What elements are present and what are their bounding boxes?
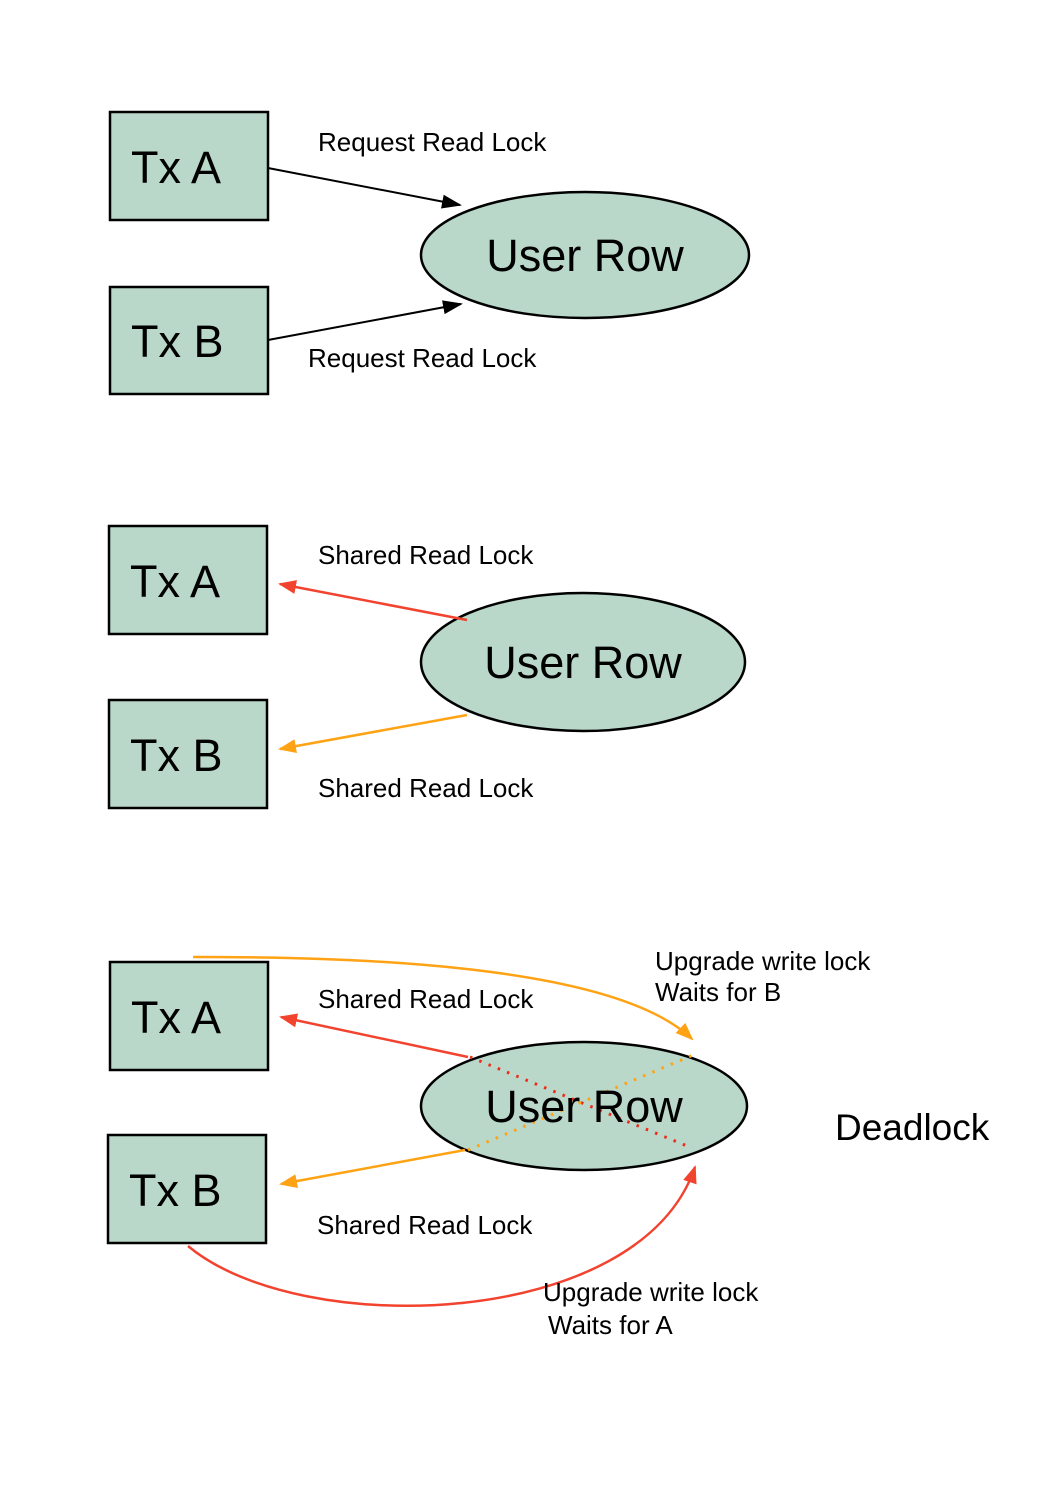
orange-dotted-cross-line <box>467 1051 699 1152</box>
user-row-label: User Row <box>484 637 682 688</box>
tx-a-label: Tx A <box>131 142 221 193</box>
request-lock-arrow-a <box>267 167 462 209</box>
deadlock-caption: Deadlock <box>835 1107 990 1148</box>
request-lock-label-a: Request Read Lock <box>318 127 547 157</box>
user-row-ellipse <box>419 591 747 733</box>
shared-lock-arrow-a <box>279 1013 469 1059</box>
scene-shared-read-lock: Tx A Tx B User Row Shared Read Lock Shar… <box>107 524 747 810</box>
tx-b-label: Tx B <box>129 1165 222 1216</box>
request-lock-arrow-b <box>267 300 463 341</box>
upgrade-a-label-line2: Waits for B <box>655 977 781 1007</box>
tx-b-box <box>108 285 270 396</box>
user-row-label: User Row <box>486 230 684 281</box>
upgrade-a-label-line1: Upgrade write lock <box>655 946 871 976</box>
scene-request-read-lock: Tx A Tx B User Row Request Read Lock Req… <box>108 110 751 396</box>
upgrade-b-label-line2: Waits for A <box>548 1310 673 1340</box>
tx-b-box <box>106 1133 268 1245</box>
tx-a-box <box>107 524 269 636</box>
tx-a-label: Tx A <box>131 992 221 1043</box>
tx-b-label: Tx B <box>130 730 223 781</box>
shared-lock-label-b: Shared Read Lock <box>318 773 534 803</box>
tx-a-box <box>108 110 270 222</box>
tx-a-box <box>108 960 270 1072</box>
user-row-ellipse <box>419 190 751 320</box>
upgrade-write-lock-arrow-a <box>192 955 694 1041</box>
upgrade-b-label-line1: Upgrade write lock <box>543 1277 759 1307</box>
tx-a-label: Tx A <box>130 556 220 607</box>
shared-lock-arrow-a <box>278 580 468 622</box>
request-lock-label-b: Request Read Lock <box>308 343 537 373</box>
shared-lock-label-b: Shared Read Lock <box>317 1210 533 1240</box>
shared-lock-arrow-b <box>278 713 468 754</box>
upgrade-write-lock-arrow-b <box>187 1165 697 1308</box>
user-row-label: User Row <box>485 1081 683 1132</box>
scene-deadlock: Tx A Tx B User Row Shared Read Lock Shar… <box>106 946 990 1340</box>
shared-lock-arrow-b <box>279 1148 466 1188</box>
shared-lock-label-a: Shared Read Lock <box>318 984 534 1014</box>
tx-b-box <box>107 698 269 810</box>
tx-b-label: Tx B <box>131 316 224 367</box>
shared-lock-label-a: Shared Read Lock <box>318 540 534 570</box>
